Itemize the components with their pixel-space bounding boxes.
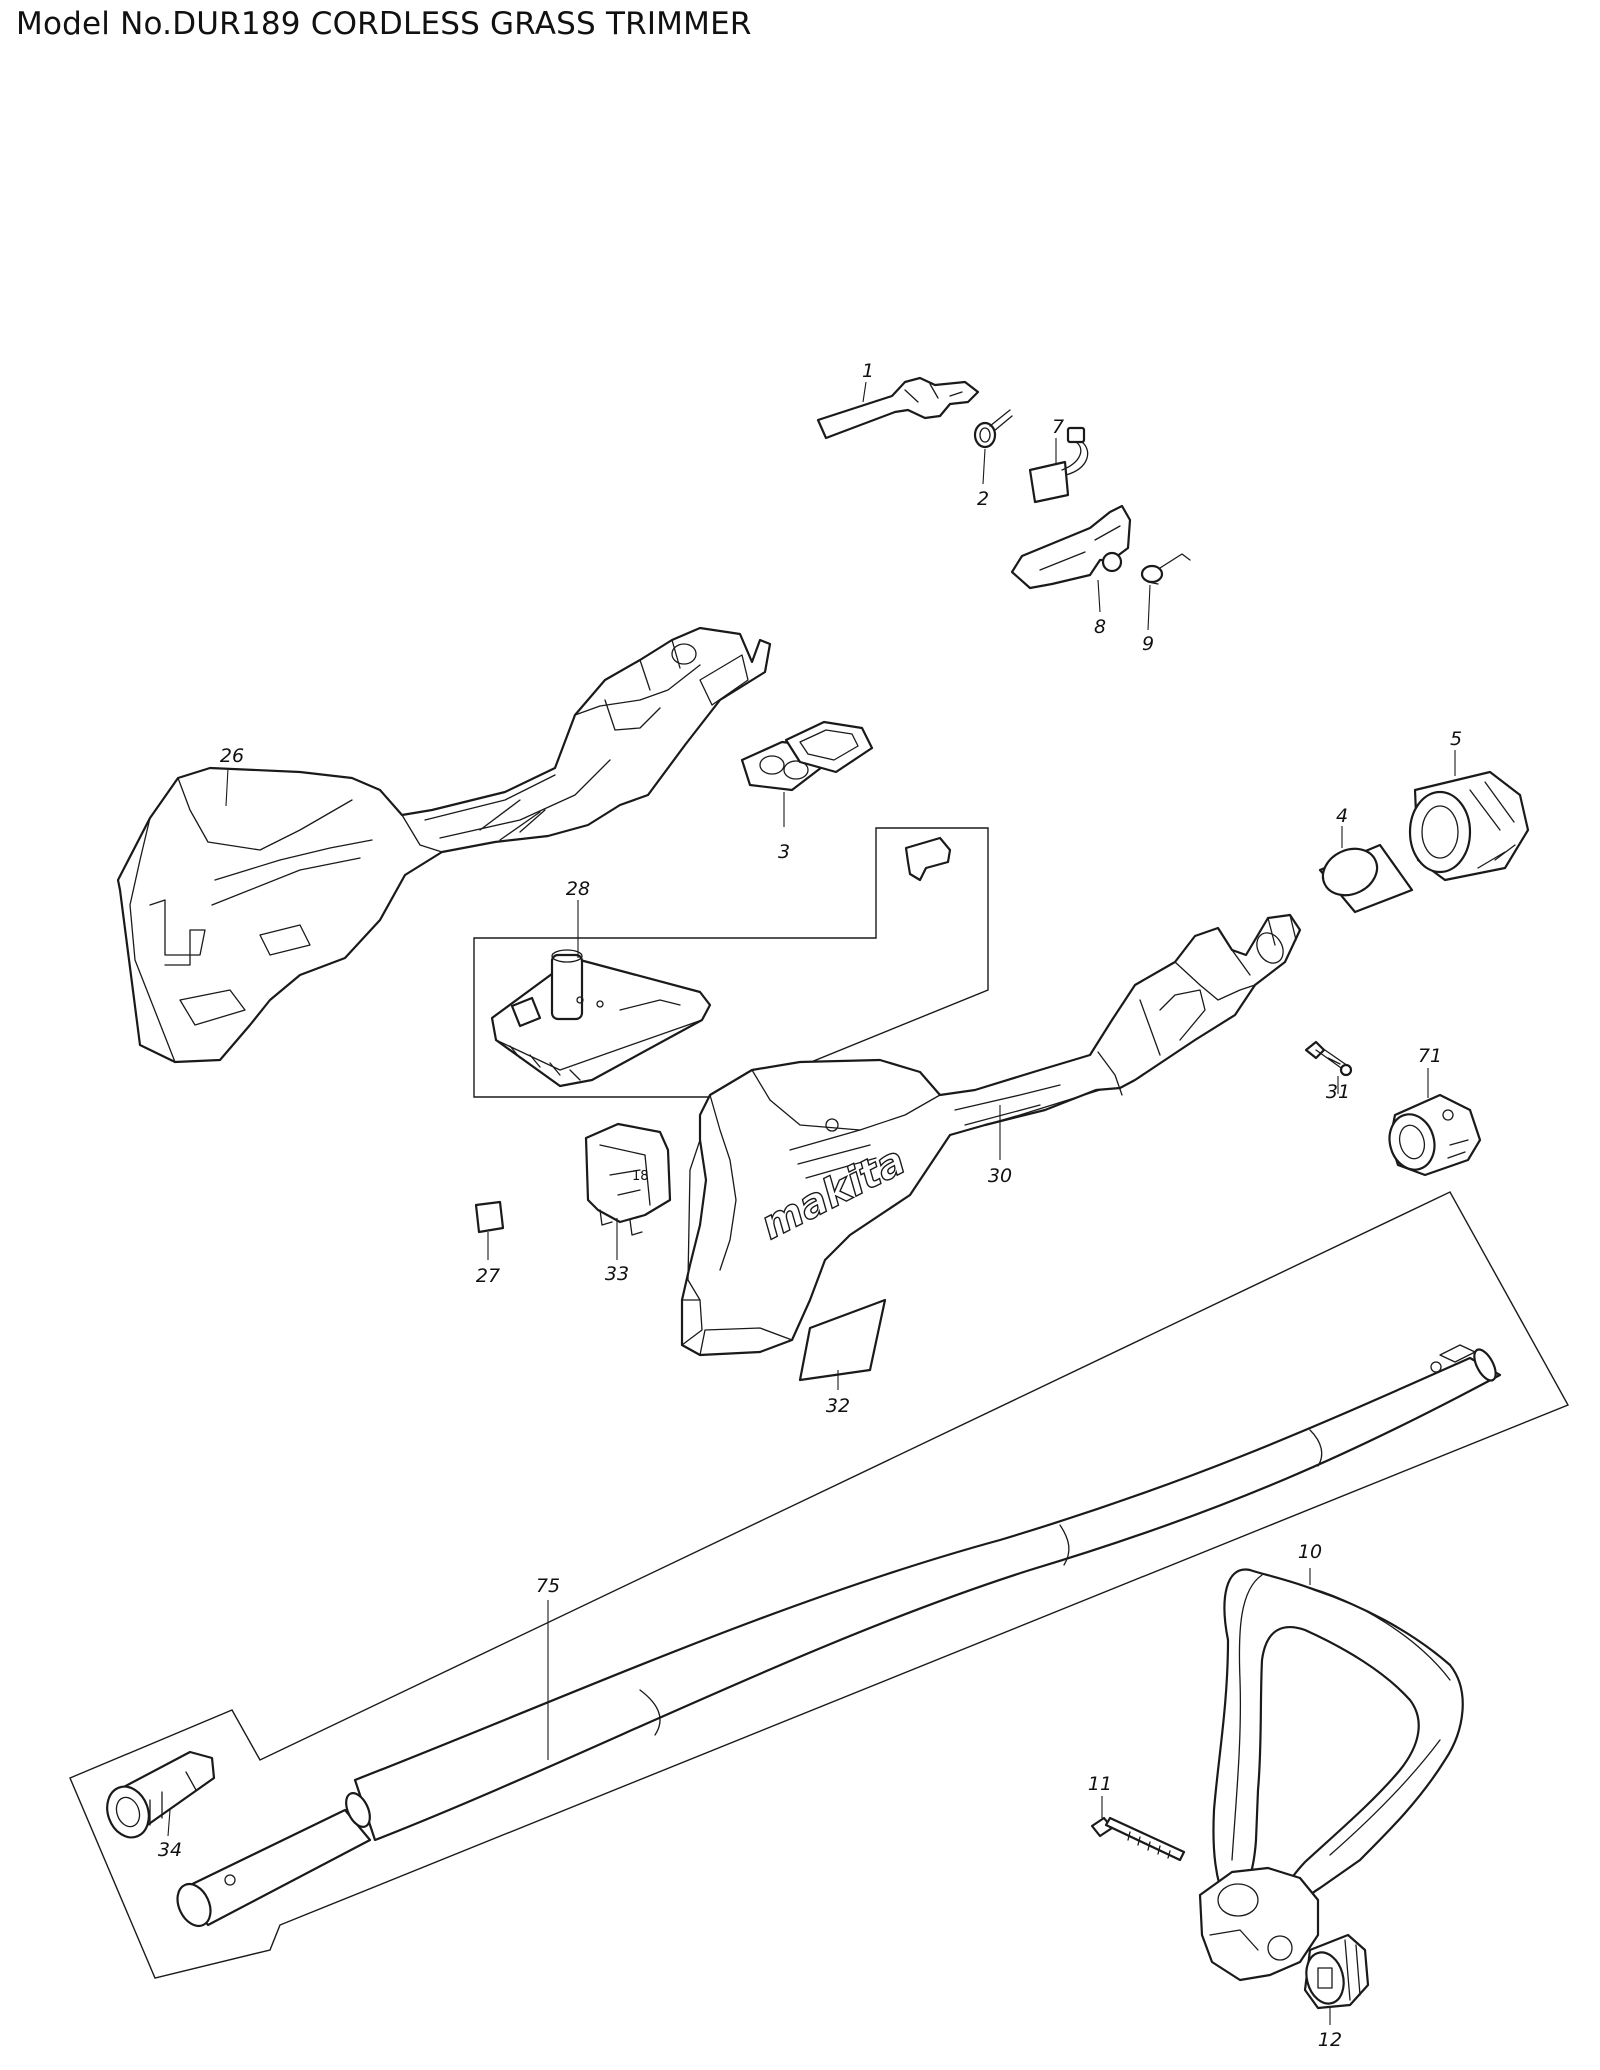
part-2-spring xyxy=(973,409,1013,449)
part-1-switch-lever xyxy=(816,376,980,440)
callout-11: 11 xyxy=(1088,1773,1112,1795)
part-11-bolt xyxy=(1090,1816,1186,1862)
leader-lines xyxy=(167,381,1456,2025)
part-28-controller xyxy=(473,827,989,1098)
callout-10: 10 xyxy=(1298,1541,1322,1563)
part-71-clamp xyxy=(1388,1093,1482,1177)
callout-31: 31 xyxy=(1326,1081,1350,1103)
callout-5: 5 xyxy=(1450,728,1462,750)
part-30-housing-right: makita xyxy=(680,913,1302,1357)
callout-3: 3 xyxy=(778,841,790,863)
part-32-name-plate xyxy=(798,1298,887,1382)
part-10-loop-handle xyxy=(1198,1568,1464,1982)
callout-12: 12 xyxy=(1318,2029,1342,2051)
callout-28: 28 xyxy=(566,878,590,900)
callout-1: 1 xyxy=(862,360,874,382)
callout-7: 7 xyxy=(1052,416,1064,438)
part-75-shaft xyxy=(176,1344,1502,1928)
callout-32: 32 xyxy=(826,1395,850,1417)
terminal-marking: 18 xyxy=(632,1169,649,1184)
callout-8: 8 xyxy=(1094,616,1106,638)
part-26-housing-left xyxy=(116,626,772,1064)
callout-4: 4 xyxy=(1336,805,1348,827)
part-33-terminal: 18 xyxy=(584,1122,672,1236)
callout-34: 34 xyxy=(158,1839,182,1861)
callout-26: 26 xyxy=(220,745,244,767)
callout-30: 30 xyxy=(988,1165,1012,1187)
callout-75: 75 xyxy=(536,1575,560,1597)
diagram-title: Model No.DUR189 CORDLESS GRASS TRIMMER xyxy=(16,6,752,42)
part-12-knob xyxy=(1303,1933,1370,2010)
callout-33: 33 xyxy=(605,1263,629,1285)
callout-9: 9 xyxy=(1142,633,1154,655)
callout-2: 2 xyxy=(977,488,989,510)
part-7-switch xyxy=(1028,426,1089,504)
part-31-screw xyxy=(1304,1040,1353,1077)
callout-27: 27 xyxy=(476,1265,500,1287)
part-27-label xyxy=(474,1200,505,1234)
callout-numbers: 1 2 3 4 5 7 8 9 10 11 12 26 27 28 30 31 … xyxy=(158,360,1462,2051)
part-9-torsion-spring xyxy=(1140,553,1191,585)
part-8-lock-lever xyxy=(1010,504,1132,590)
part-4-sleeve xyxy=(1318,843,1414,914)
shaft-assembly-frame xyxy=(69,1191,1569,1979)
part-5-lock-nut xyxy=(1408,770,1530,882)
callout-71: 71 xyxy=(1418,1045,1442,1067)
part-34-end-cap xyxy=(106,1750,216,1839)
part-3-seal xyxy=(740,720,874,792)
